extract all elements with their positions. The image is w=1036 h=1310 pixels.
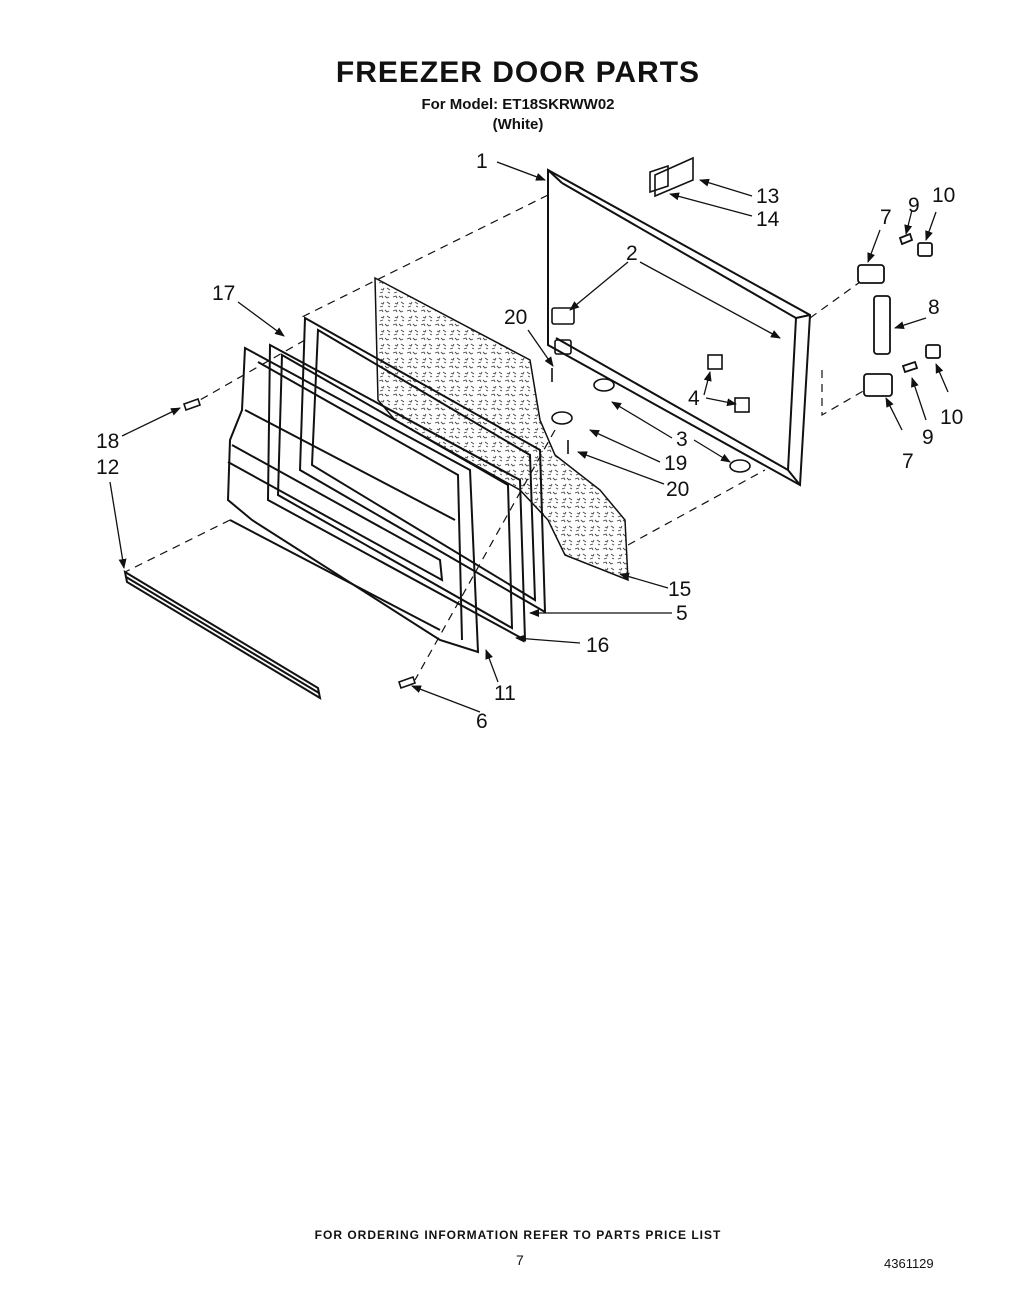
callout-11: 11 [494,682,516,705]
callout-3: 3 [676,428,688,451]
arrow-15 [619,572,669,589]
dashed-leaders [124,194,866,681]
callout-5: 5 [676,602,688,625]
door-outer-panel [547,168,812,487]
arrow-14 [669,192,753,217]
callout-20-top: 20 [504,306,527,329]
callout-9-bottom: 9 [922,426,934,449]
arrow-7b [885,397,903,431]
arrow-11 [485,649,499,683]
callout-14: 14 [756,208,780,231]
callout-13: 13 [756,185,779,208]
model-line: For Model: ET18SKRWW02 [421,96,615,113]
arrow-18 [121,407,181,437]
arrow-13 [699,178,753,197]
callout-7-top: 7 [880,206,892,229]
callout-19: 19 [664,452,687,475]
callout-2: 2 [626,242,638,265]
callout-10-bottom: 10 [940,406,963,429]
shelf-rail [123,569,322,701]
arrow-3b [693,439,731,463]
hinge-pin-cover [873,295,891,355]
arrow-4a [703,371,712,396]
small-parts [182,156,751,690]
callout-9-top: 9 [908,194,920,217]
liner-frame [298,316,547,614]
arrow-19 [589,429,661,463]
callout-6: 6 [476,710,488,733]
arrow-2a [569,261,629,311]
arrow-9b [911,377,927,421]
callout-12: 12 [96,456,119,479]
callout-18: 18 [96,430,119,453]
callout-20-bottom: 20 [666,478,689,501]
arrow-9a [904,209,913,235]
callout-16: 16 [586,634,609,657]
arrow-10a [925,211,937,241]
arrow-17 [237,301,285,337]
arrow-2b [639,261,781,339]
arrow-4b [705,397,737,407]
arrow-20a [527,329,554,367]
callout-17: 17 [212,282,235,305]
arrow-10b [935,363,949,393]
arrow-7a [867,229,881,263]
arrow-1 [496,161,546,181]
page-title: FREEZER DOOR PARTS [335,56,701,89]
color-line: (White) [492,116,544,133]
callout-4: 4 [688,387,700,410]
arrow-16 [515,634,581,644]
arrow-8 [894,317,927,330]
callout-7-bottom: 7 [902,450,914,473]
callout-1: 1 [476,150,488,173]
hinge-assembly-bottom [863,344,941,397]
arrow-3 [611,401,673,439]
arrow-20b [577,451,665,485]
door-liner [226,346,480,654]
ordering-note: FOR ORDERING INFORMATION REFER TO PARTS … [314,1228,722,1242]
callout-8: 8 [928,296,940,319]
callout-arrows [109,161,949,713]
callout-10-top: 10 [932,184,955,207]
document-number: 4361129 [884,1256,934,1271]
page-number: 7 [516,1252,524,1268]
arrow-12 [109,481,127,569]
hinge-assembly-top [857,232,933,284]
callout-labels: 1 2 3 4 5 6 7 7 8 9 9 10 10 11 12 13 14 … [96,150,963,733]
arrow-6 [411,685,481,713]
callout-15: 15 [668,578,691,601]
